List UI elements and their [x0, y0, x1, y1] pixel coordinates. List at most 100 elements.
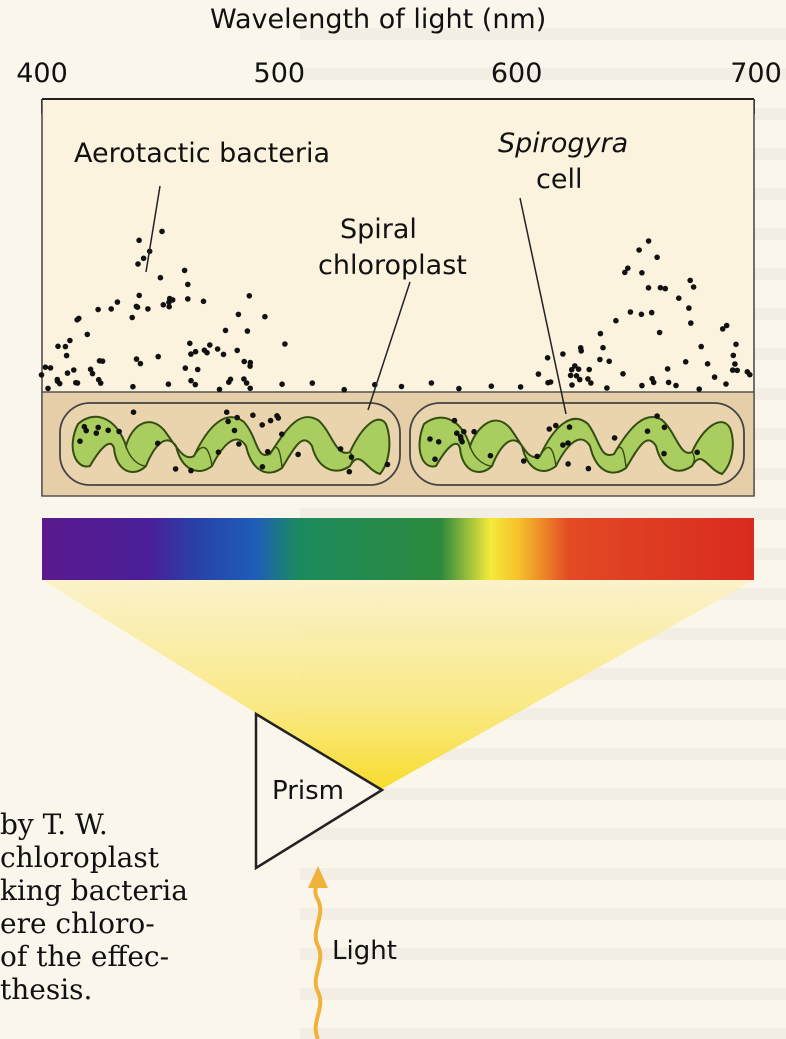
spirogyra-label: Spirogyra	[498, 128, 628, 159]
bacterium-dot	[201, 299, 207, 305]
bacterium-dot	[134, 356, 140, 362]
bacterium-dot	[232, 428, 238, 434]
bacterium-dot	[665, 366, 671, 372]
bacterium-dot	[461, 429, 467, 435]
bacterium-dot	[262, 314, 268, 320]
bacterium-dot	[456, 386, 462, 392]
bacterium-dot	[55, 344, 61, 350]
bacterium-dot	[567, 424, 573, 430]
bacterium-dot	[155, 441, 161, 447]
axis-title: Wavelength of light (nm)	[210, 4, 546, 35]
bacterium-dot	[534, 454, 540, 460]
axis-tick-label-400: 400	[16, 58, 68, 89]
bacterium-dot	[95, 425, 101, 431]
bacterium-dot	[73, 380, 79, 386]
bacterium-dot	[64, 353, 70, 359]
bacterium-dot	[646, 285, 652, 291]
bacterium-dot	[666, 380, 672, 386]
bacterium-dot	[649, 310, 655, 316]
bacterium-dot	[182, 268, 188, 274]
bacterium-dot	[586, 367, 592, 373]
bacterium-dot	[385, 462, 391, 468]
bacterium-dot	[663, 286, 669, 292]
bacterium-dot	[141, 255, 147, 261]
bacterium-dot	[234, 348, 240, 354]
bacterium-dot	[683, 359, 689, 365]
bacterium-dot	[676, 295, 682, 301]
bacterium-dot	[188, 468, 194, 474]
bacterium-dot	[654, 254, 660, 260]
bacterium-dot	[82, 424, 88, 430]
bacterium-dot	[586, 466, 592, 472]
bacterium-dot	[347, 469, 353, 475]
caption-line: thesis.	[0, 973, 230, 1006]
bacterium-dot	[600, 345, 606, 351]
bacterium-dot	[673, 383, 679, 389]
aerotactic-bacteria-label: Aerotactic bacteria	[74, 138, 330, 169]
bacterium-dot	[612, 435, 618, 441]
bacterium-dot	[188, 378, 194, 384]
bacterium-dot	[135, 261, 141, 267]
bacterium-dot	[108, 306, 114, 312]
bacterium-dot	[39, 372, 45, 378]
visible-spectrum-bar	[42, 518, 754, 580]
caption-line: by T. W.	[0, 808, 230, 841]
bacterium-dot	[265, 449, 271, 455]
bacterium-dot	[221, 352, 227, 358]
bacterium-dot	[565, 440, 571, 446]
bacterium-dot	[159, 229, 165, 235]
bacterium-dot	[279, 431, 285, 437]
cell-label: cell	[536, 164, 582, 195]
bacterium-dot	[730, 367, 736, 373]
bacterium-dot	[399, 384, 405, 390]
caption-line: ere chloro-	[0, 907, 230, 940]
bacterium-dot	[488, 453, 494, 459]
bacterium-dot	[207, 342, 213, 348]
bacterium-dot	[452, 418, 458, 424]
bacterium-dot	[639, 383, 645, 389]
bacterium-dot	[94, 430, 100, 436]
bacterium-dot	[216, 449, 222, 455]
bacterium-dot	[95, 307, 101, 313]
bacterium-dot	[698, 344, 704, 350]
bacterium-dot	[429, 380, 435, 386]
bacterium-dot	[646, 238, 652, 244]
bacterium-dot	[458, 436, 464, 442]
bacterium-dot	[57, 381, 63, 387]
bacterium-dot	[606, 359, 612, 365]
bacterium-dot	[234, 415, 240, 421]
bacterium-dot	[250, 412, 256, 418]
bacterium-dot	[471, 429, 477, 435]
bacterium-dot	[63, 344, 69, 350]
bacterium-dot	[193, 382, 199, 388]
bacterium-dot	[731, 353, 737, 359]
bacterium-dot	[553, 423, 559, 429]
bacterium-dot	[185, 282, 191, 288]
bacterium-dot	[223, 328, 229, 334]
caption-fragments: by T. W. chloroplast king bacteria ere c…	[0, 808, 230, 1006]
bacterium-dot	[97, 358, 103, 364]
bacterium-dot	[705, 361, 711, 367]
bacterium-dot	[130, 384, 136, 390]
bacterium-dot	[604, 385, 610, 391]
light-arrowhead-icon	[308, 866, 328, 888]
bacterium-dot	[691, 284, 697, 290]
bacterium-dot	[651, 380, 657, 386]
spiral-label: Spiral	[340, 214, 417, 245]
bacterium-dot	[628, 309, 634, 315]
bacterium-dot	[545, 380, 551, 386]
bacterium-dot	[545, 355, 551, 361]
bacterium-dot	[732, 361, 738, 367]
bacterium-dot	[427, 436, 433, 442]
bacterium-dot	[274, 413, 280, 419]
bacterium-dot	[536, 371, 542, 377]
bacterium-dot	[568, 373, 574, 379]
chloroplast-label: chloroplast	[318, 250, 467, 281]
bacterium-dot	[173, 466, 179, 472]
bacterium-dot	[686, 305, 692, 311]
bacterium-dot	[521, 458, 527, 464]
bacterium-dot	[694, 450, 700, 456]
bacterium-dot	[228, 377, 234, 383]
bacterium-dot	[578, 348, 584, 354]
